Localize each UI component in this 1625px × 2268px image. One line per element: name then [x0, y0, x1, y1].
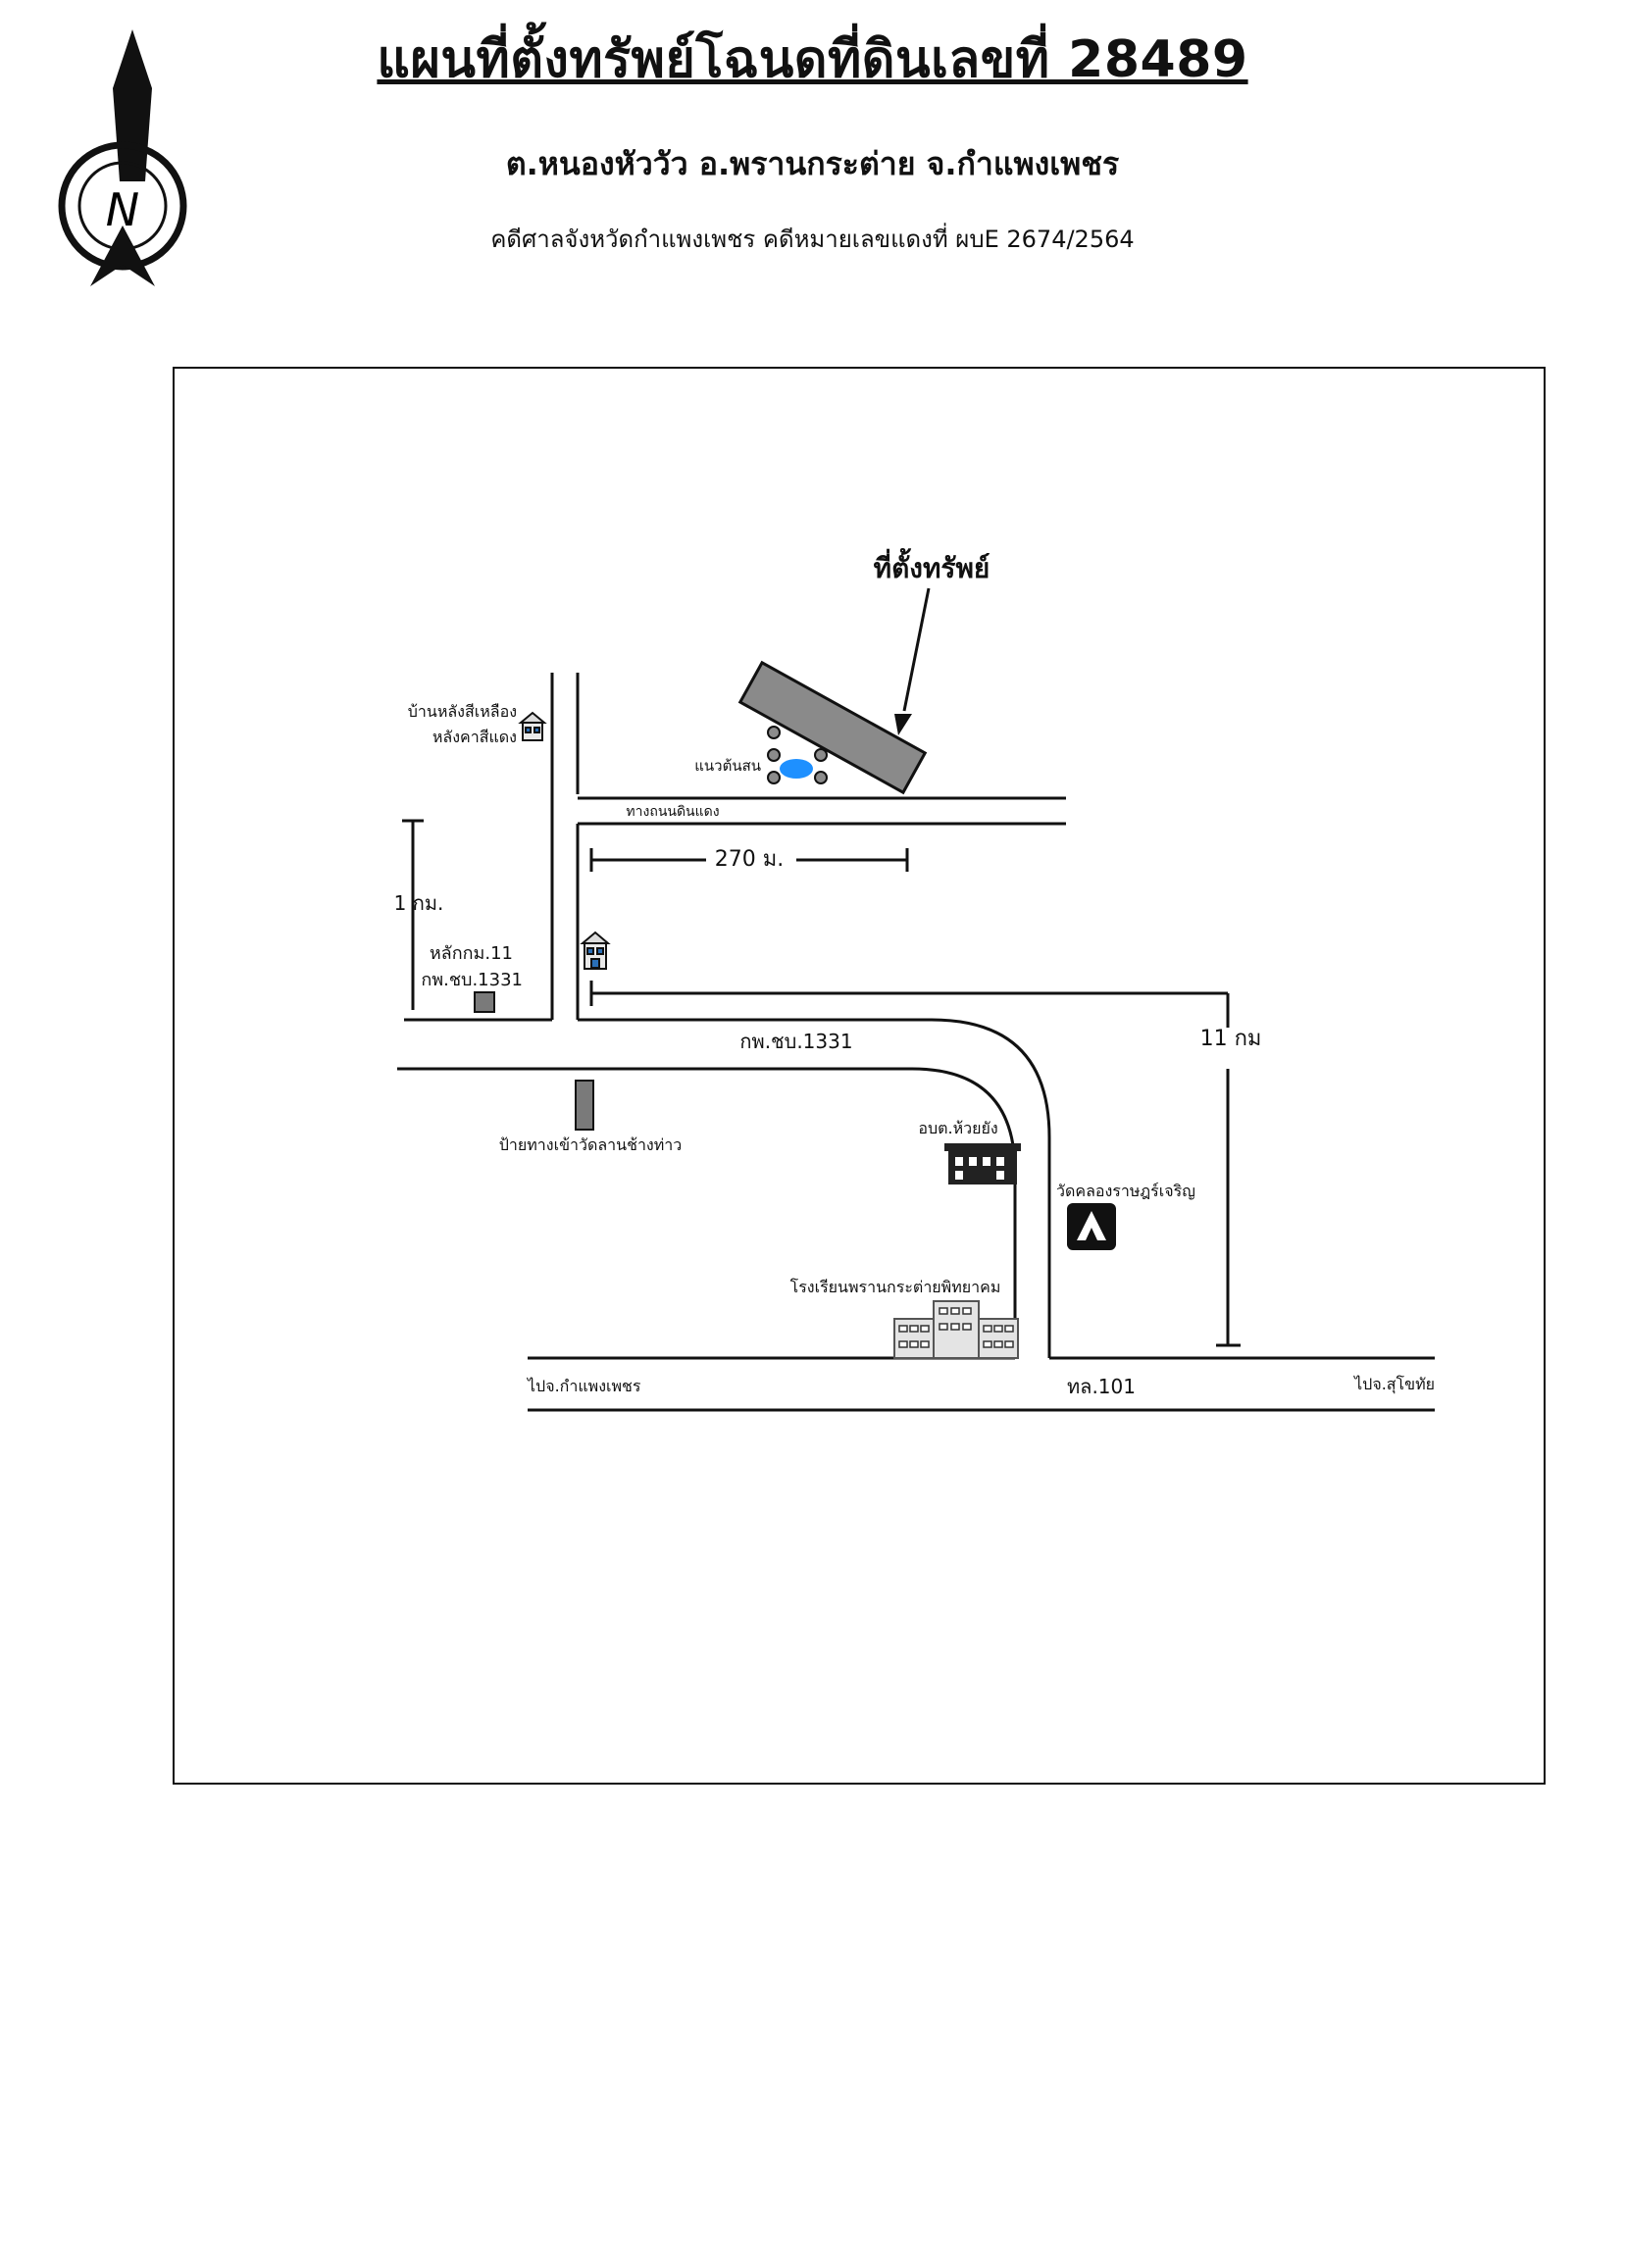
map-frame: [173, 367, 1546, 1785]
property-parcel: [737, 660, 928, 795]
to-sukhothai-label: ไปจ.สุโขทัย: [1352, 1375, 1435, 1394]
tao-office-label: อบต.ห้วยยัง: [918, 1119, 997, 1137]
to-kamphaeng-label: ไปจ.กำแพงเพชร: [526, 1377, 641, 1395]
road-1331-label: กพ.ชบ.1331: [739, 1030, 852, 1053]
distance-11km-label: 11 กม: [1200, 1027, 1262, 1051]
location-subtitle: ต.หนองหัววัว อ.พรานกระต่าย จ.กำแพงเพชร: [505, 145, 1120, 182]
road-1331-top-curve: [578, 1018, 1051, 1358]
temple-sign-label: ป้ายทางเข้าวัดลานช้างท่าว: [499, 1135, 683, 1154]
case-number: คดีศาลจังหวัดกำแพงเพชร คดีหมายเลขแดงที่ …: [490, 226, 1135, 253]
page-title: แผนที่ตั้งทรัพย์โฉนดที่ดินเลขที่ 28489: [377, 30, 1248, 89]
north-arrow-icon: [58, 29, 187, 286]
property-pointer-head: [894, 714, 912, 735]
distance-270-label: 270 ม.: [715, 847, 784, 872]
road-1331-bottom-curve: [397, 1067, 1017, 1358]
pine-trees: [767, 726, 828, 784]
temple-sign-marker: [575, 1080, 594, 1131]
km-post-marker: [474, 991, 495, 1013]
yellow-house-label-1: บ้านหลังสีเหลือง: [408, 702, 517, 721]
compass: N: [58, 29, 187, 286]
dirt-road-label: ทางถนนดินแดง: [626, 804, 719, 820]
tao-office-icon: [944, 1143, 1021, 1184]
yellow-house-label-2: หลังคาสีแดง: [432, 728, 517, 746]
pond: [780, 759, 813, 779]
school-windows: [898, 1307, 1014, 1348]
km-post-label-1: หลักกม.11: [430, 943, 513, 964]
compass-letter: N: [106, 183, 139, 236]
yellow-house-icon: [518, 711, 547, 741]
school-label: โรงเรียนพรานกระต่ายพิทยาคม: [790, 1278, 1001, 1296]
km-post-label-2: กพ.ชบ.1331: [421, 970, 523, 990]
property-pointer: [902, 587, 931, 712]
highway-101-label: ทล.101: [1067, 1375, 1136, 1398]
temple-icon: [1067, 1203, 1116, 1250]
property-label: ที่ตั้งทรัพย์: [874, 547, 990, 584]
distance-1km-label: 1 กม.: [394, 891, 444, 915]
pine-row-label: แนวต้นสน: [694, 757, 761, 775]
house-icon: [580, 931, 611, 970]
temple-label: วัดคลองราษฎร์เจริญ: [1056, 1182, 1195, 1200]
